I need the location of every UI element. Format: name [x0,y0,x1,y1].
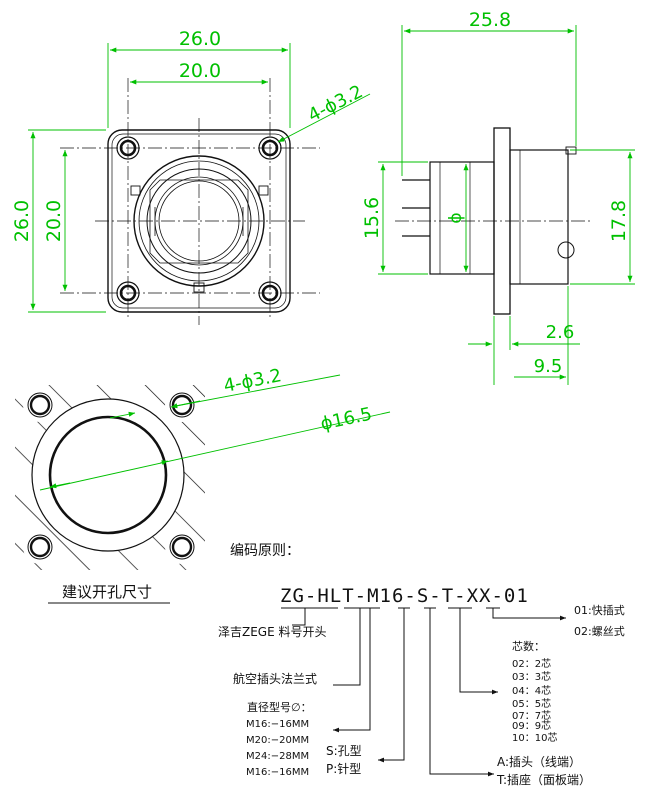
dim-width-outer: 26.0 [107,28,291,128]
diameter-item: M24:−28MM [246,751,309,762]
dim-phi-label: ϕ [446,212,466,223]
dim-width-outer-label: 26.0 [179,28,221,50]
mount-type: A:插头（线端） [497,755,581,769]
dim-height-outer: 26.0 [11,129,106,313]
brand-label: 泽吉ZEGE 料号开头 [218,625,327,639]
diameter-item: M20:−20MM [246,735,309,746]
cutout-bore [48,415,168,535]
dim-rear-label: 9.5 [534,356,563,377]
dim-holes-front: 4-ϕ3.2 [277,81,371,143]
cores-title: 芯数： [512,639,545,653]
mount-hole [116,136,140,160]
dim-width-inner: 20.0 [130,60,268,85]
series-label: 航空插头法兰式 [233,671,317,686]
dim-flange-thick-label: 2.6 [546,322,575,343]
core-item: 02：2芯 [512,657,551,670]
diameter-title: 直径型号∅： [247,700,312,714]
mount-hole [258,281,282,305]
side-front-body [429,161,495,275]
core-item: 05：5芯 [512,697,551,710]
side-view: 25.8 15.6 ϕ 17.8 2.6 9.5 [361,9,635,385]
contact-type: S:孔型 [326,744,362,758]
core-item: 04：4芯 [512,684,551,697]
core-item: 07：7芯 [512,709,551,722]
coding-title: 编码原则： [230,543,300,559]
dim-bore-label: ϕ16.5 [319,404,374,435]
dim-length-label: 25.8 [469,9,511,31]
suffix-item: 02:螺丝式 [574,625,625,638]
mount-hole [258,136,282,160]
panel-cutout: 4-ϕ3.2 ϕ16.5 建议开孔尺寸 [15,365,391,604]
coding-legend: 编码原则： ZG-HLT-M16-S-T-XX-01 泽吉ZEGE 料号开头 航… [218,543,625,787]
diameter-item: M16:−16MM [246,767,309,778]
dim-height-outer-label: 26.0 [11,200,33,242]
mount-type: T:插座（面板端） [496,772,591,787]
cutout-hole [169,534,195,560]
side-rear-body [509,149,569,285]
suffix-item: 01:快插式 [574,603,625,617]
dim-holes-cutout-label: 4-ϕ3.2 [222,365,283,397]
dim-body-dia-label: 15.6 [361,197,383,239]
connector-body [130,155,269,293]
dim-holes-front-label: 4-ϕ3.2 [305,81,367,126]
dim-flange-height-label: 17.8 [608,200,630,242]
dim-height-inner-label: 20.0 [43,200,65,242]
front-view: 26.0 20.0 26.0 20.0 4-ϕ3.2 [11,28,371,325]
cutout-hole [27,534,53,560]
diameter-item: M16:−16MM [246,719,309,730]
core-item: 09：9芯 [512,719,551,732]
dim-width-inner-label: 20.0 [179,60,221,82]
cutout-caption: 建议开孔尺寸 [62,583,152,601]
core-item: 03：3芯 [512,670,551,683]
cutout-hole [27,392,53,418]
part-number: ZG-HLT-M16-S-T-XX-01 [280,585,529,607]
contact-type: P:针型 [326,761,361,776]
core-item: 10：10芯 [512,731,557,744]
mount-hole [116,281,140,305]
dim-height-inner: 20.0 [43,150,68,291]
